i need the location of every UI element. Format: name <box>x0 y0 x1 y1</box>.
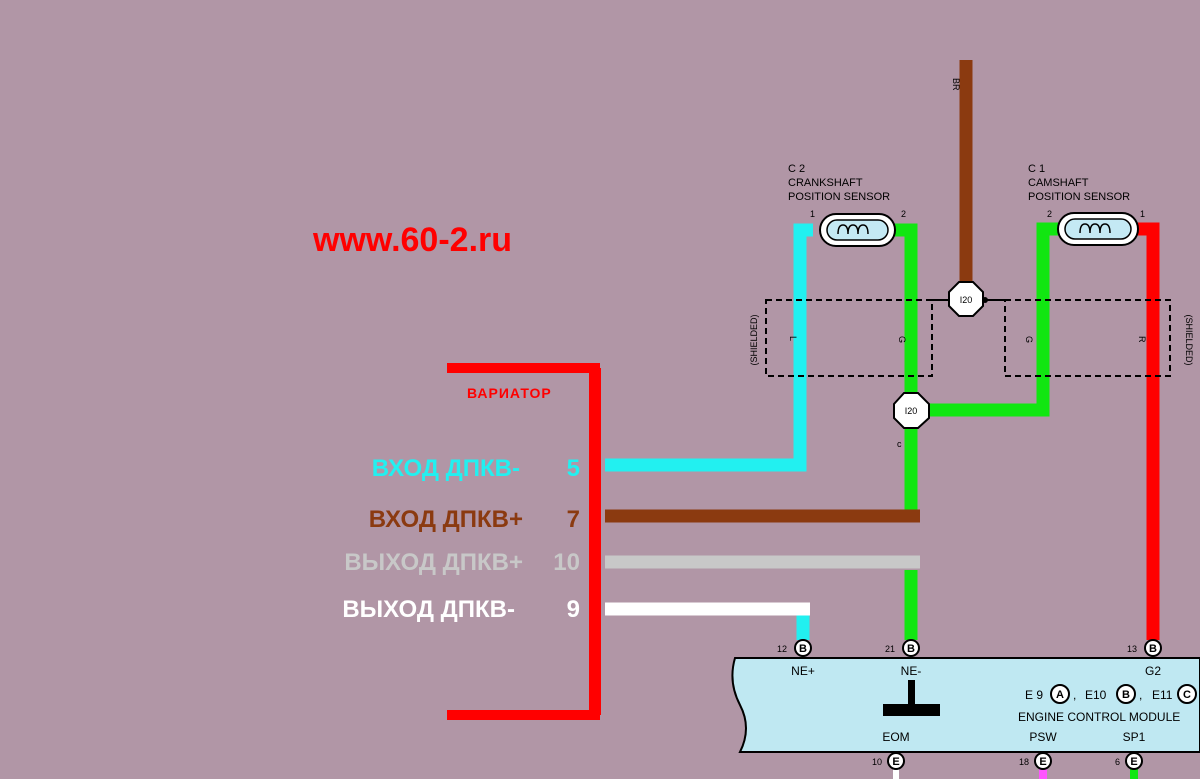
shielded-label-right: (SHIELDED) <box>1184 314 1194 365</box>
crank-pin1: 1 <box>810 209 815 219</box>
red-wire-g2 <box>1138 222 1160 640</box>
variator-bracket <box>447 363 601 720</box>
splice-i20-top-label: I20 <box>960 295 973 305</box>
splice-i20-mid: I20 <box>893 392 930 429</box>
cam-connector-label: C 1 <box>1028 163 1045 175</box>
site-url: www.60-2.ru <box>312 221 512 259</box>
terminal-ne-minus: 21 B NE- <box>885 639 922 678</box>
svg-text:10: 10 <box>872 757 882 767</box>
terminal-psw: 18 E <box>1019 752 1052 770</box>
svg-text:12: 12 <box>777 644 787 654</box>
svg-text:18: 18 <box>1019 757 1029 767</box>
cam-name-line2: POSITION SENSOR <box>1028 191 1130 203</box>
variator-label-7: ВХОД ДПКВ+ <box>369 506 523 533</box>
cam-name-line1: CAMSHAFT <box>1028 177 1089 189</box>
crank-connector-label: C 2 <box>788 163 805 175</box>
cam-coil-icon <box>1079 223 1111 234</box>
svg-text:E: E <box>1130 756 1137 768</box>
variator-label-5: ВХОД ДПКВ- <box>372 455 520 482</box>
cam-pin1: 1 <box>1140 209 1145 219</box>
svg-text:21: 21 <box>885 644 895 654</box>
terminal-ne-plus: 12 B NE+ <box>777 639 815 678</box>
sp1-label: SP1 <box>1123 730 1146 744</box>
shielded-label-left: (SHIELDED) <box>749 314 759 365</box>
ecm-conn-e9: E 9 <box>1025 688 1043 702</box>
svg-text:B: B <box>799 643 807 655</box>
variator-label-9: ВЫХОД ДПКВ- <box>342 596 515 623</box>
variator-pin-7: 7 <box>567 506 580 533</box>
eom-label: EOM <box>882 730 909 744</box>
svg-text:13: 13 <box>1127 644 1137 654</box>
svg-text:B: B <box>907 643 915 655</box>
variator-label-10: ВЫХОД ДПКВ+ <box>344 549 523 576</box>
shield-box-left <box>765 299 933 377</box>
wire-label-r: R <box>1137 336 1147 343</box>
ground-symbol <box>883 680 940 716</box>
wire-label-g2: G <box>1024 336 1034 343</box>
wire-label-l: L <box>788 336 798 341</box>
ne-minus-label: NE- <box>901 664 922 678</box>
ecm-conn-e9-letter: A <box>1056 689 1064 701</box>
terminal-g2: 13 B G2 <box>1127 639 1162 678</box>
svg-text:B: B <box>1149 643 1157 655</box>
terminal-eom: 10 E <box>872 752 905 770</box>
ecm-conn-e11: E11 <box>1152 688 1173 702</box>
green-wire-cam <box>930 222 1058 417</box>
camshaft-sensor: C 1 CAMSHAFT POSITION SENSOR 2 1 <box>1028 163 1145 246</box>
variator-pin-9: 9 <box>567 596 580 623</box>
ecm-conn-e11-letter: C <box>1183 689 1191 701</box>
shield-box-right <box>1004 299 1171 377</box>
variator-pin-5: 5 <box>567 455 580 482</box>
svg-text:E: E <box>892 756 899 768</box>
small-c-label: c <box>897 439 902 449</box>
ecm-conn-e10-letter: B <box>1122 689 1130 701</box>
top-wire-label: BR <box>951 78 961 91</box>
engine-control-module: 12 B NE+ 21 B NE- 13 B G2 E 9 A , E10 B … <box>731 639 1200 770</box>
svg-text:,: , <box>1139 688 1142 702</box>
g2-label: G2 <box>1145 664 1161 678</box>
ecm-name: ENGINE CONTROL MODULE <box>1018 710 1180 724</box>
svg-text:,: , <box>1073 688 1076 702</box>
wire-label-g1: G <box>897 336 907 343</box>
psw-label: PSW <box>1029 730 1057 744</box>
ecm-conn-e10: E10 <box>1085 688 1107 702</box>
cyan-wire-ne-plus <box>605 223 813 472</box>
variator-pin-10: 10 <box>553 549 580 576</box>
crank-name-line2: POSITION SENSOR <box>788 191 890 203</box>
svg-text:E: E <box>1039 756 1046 768</box>
crank-pin2: 2 <box>901 209 906 219</box>
cam-pin2: 2 <box>1047 209 1052 219</box>
splice-i20-mid-label: I20 <box>905 406 918 416</box>
crankshaft-sensor: C 2 CRANKSHAFT POSITION SENSOR 1 2 <box>788 163 906 247</box>
svg-text:6: 6 <box>1115 757 1120 767</box>
splice-i20-top: I20 <box>948 281 984 317</box>
ecm-body <box>731 657 1200 753</box>
crank-coil-icon <box>837 224 869 235</box>
terminal-sp1: 6 E <box>1115 752 1143 770</box>
ne-plus-label: NE+ <box>791 664 815 678</box>
variator-title: ВАРИАТОР <box>467 385 552 401</box>
crank-name-line1: CRANKSHAFT <box>788 177 863 189</box>
